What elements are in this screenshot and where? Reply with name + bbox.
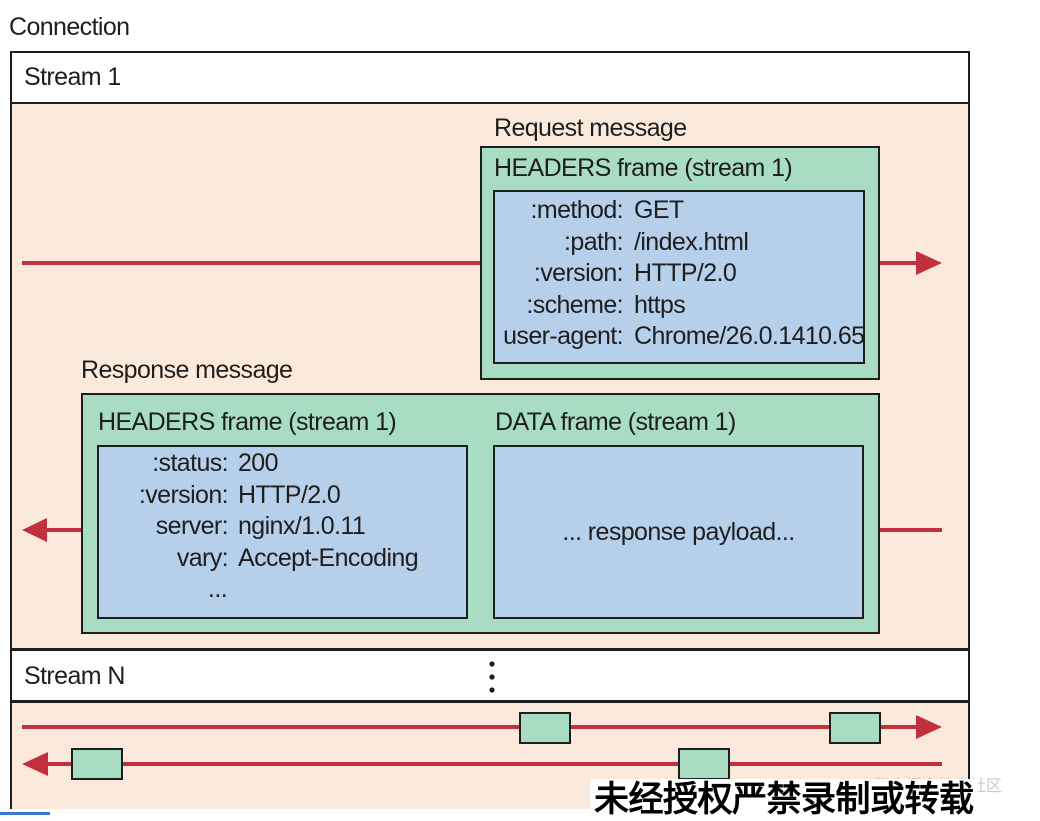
stream-1-header: Stream 1 xyxy=(10,51,970,104)
response-message-title: Response message xyxy=(81,356,293,384)
request-header-key: :method: xyxy=(530,196,624,224)
request-header-keys: :method: :path: :version: :scheme: user-… xyxy=(0,195,623,353)
stream-n-arrowhead-left xyxy=(22,752,48,776)
request-header-value: https xyxy=(634,290,686,319)
request-header-key: user-agent: xyxy=(503,322,623,350)
watermark-text: 未经授权严禁录制或转载 xyxy=(590,779,978,821)
frame-block xyxy=(519,712,571,744)
request-header-value: Chrome/26.0.1410.65 xyxy=(634,322,865,350)
response-data-frame-title: DATA frame (stream 1) xyxy=(495,408,736,436)
response-header-key: :version: xyxy=(138,480,229,509)
response-header-key: vary: xyxy=(176,543,229,572)
request-header-key: :path: xyxy=(564,227,624,256)
response-payload-text: ... response payload... xyxy=(562,518,795,546)
frame-block xyxy=(71,748,123,780)
response-arrowhead xyxy=(22,518,47,542)
response-header-value: nginx/1.0.11 xyxy=(238,512,366,540)
response-header-value: HTTP/2.0 xyxy=(238,480,341,509)
request-header-key: :scheme: xyxy=(526,290,623,319)
response-header-value: Accept-Encoding xyxy=(238,543,419,572)
request-headers-frame: HEADERS frame (stream 1) xyxy=(480,146,880,380)
stream-n-header: Stream N xyxy=(10,649,970,702)
response-headers-frame-title: HEADERS frame (stream 1) xyxy=(98,408,397,436)
response-header-keys: :status: :version: server: vary: xyxy=(0,448,229,606)
response-data-box: ... response payload... xyxy=(493,445,864,619)
frame-block xyxy=(829,712,881,744)
request-header-values: GET /index.html HTTP/2.0 https Chrome/26… xyxy=(634,195,865,353)
request-arrowhead xyxy=(916,251,942,275)
response-header-value: 200 xyxy=(238,449,279,477)
request-header-value: HTTP/2.0 xyxy=(634,259,737,287)
connection-label: Connection xyxy=(9,13,130,41)
request-header-value: GET xyxy=(634,196,684,224)
request-header-key: :version: xyxy=(533,259,624,287)
stream-n-label: Stream N xyxy=(24,662,125,690)
response-header-value: ... xyxy=(208,575,228,603)
response-header-key: :status: xyxy=(152,449,228,477)
stream-n-ellipsis xyxy=(489,661,495,693)
request-header-value: /index.html xyxy=(634,227,749,256)
response-message-frame: HEADERS frame (stream 1) DATA frame (str… xyxy=(81,393,880,634)
stream-n-arrowhead-right xyxy=(916,715,942,739)
request-message-title: Request message xyxy=(494,114,687,142)
frame-block xyxy=(678,748,730,780)
request-headers-frame-title: HEADERS frame (stream 1) xyxy=(494,154,793,182)
progress-accent xyxy=(0,812,50,815)
request-headers-box xyxy=(493,190,865,364)
response-header-values: 200 HTTP/2.0 nginx/1.0.11 Accept-Encodin… xyxy=(208,448,458,606)
response-header-key: server: xyxy=(155,512,229,540)
stream-1-label: Stream 1 xyxy=(24,63,121,91)
stream-n-body xyxy=(10,701,970,809)
response-headers-box xyxy=(97,445,468,619)
